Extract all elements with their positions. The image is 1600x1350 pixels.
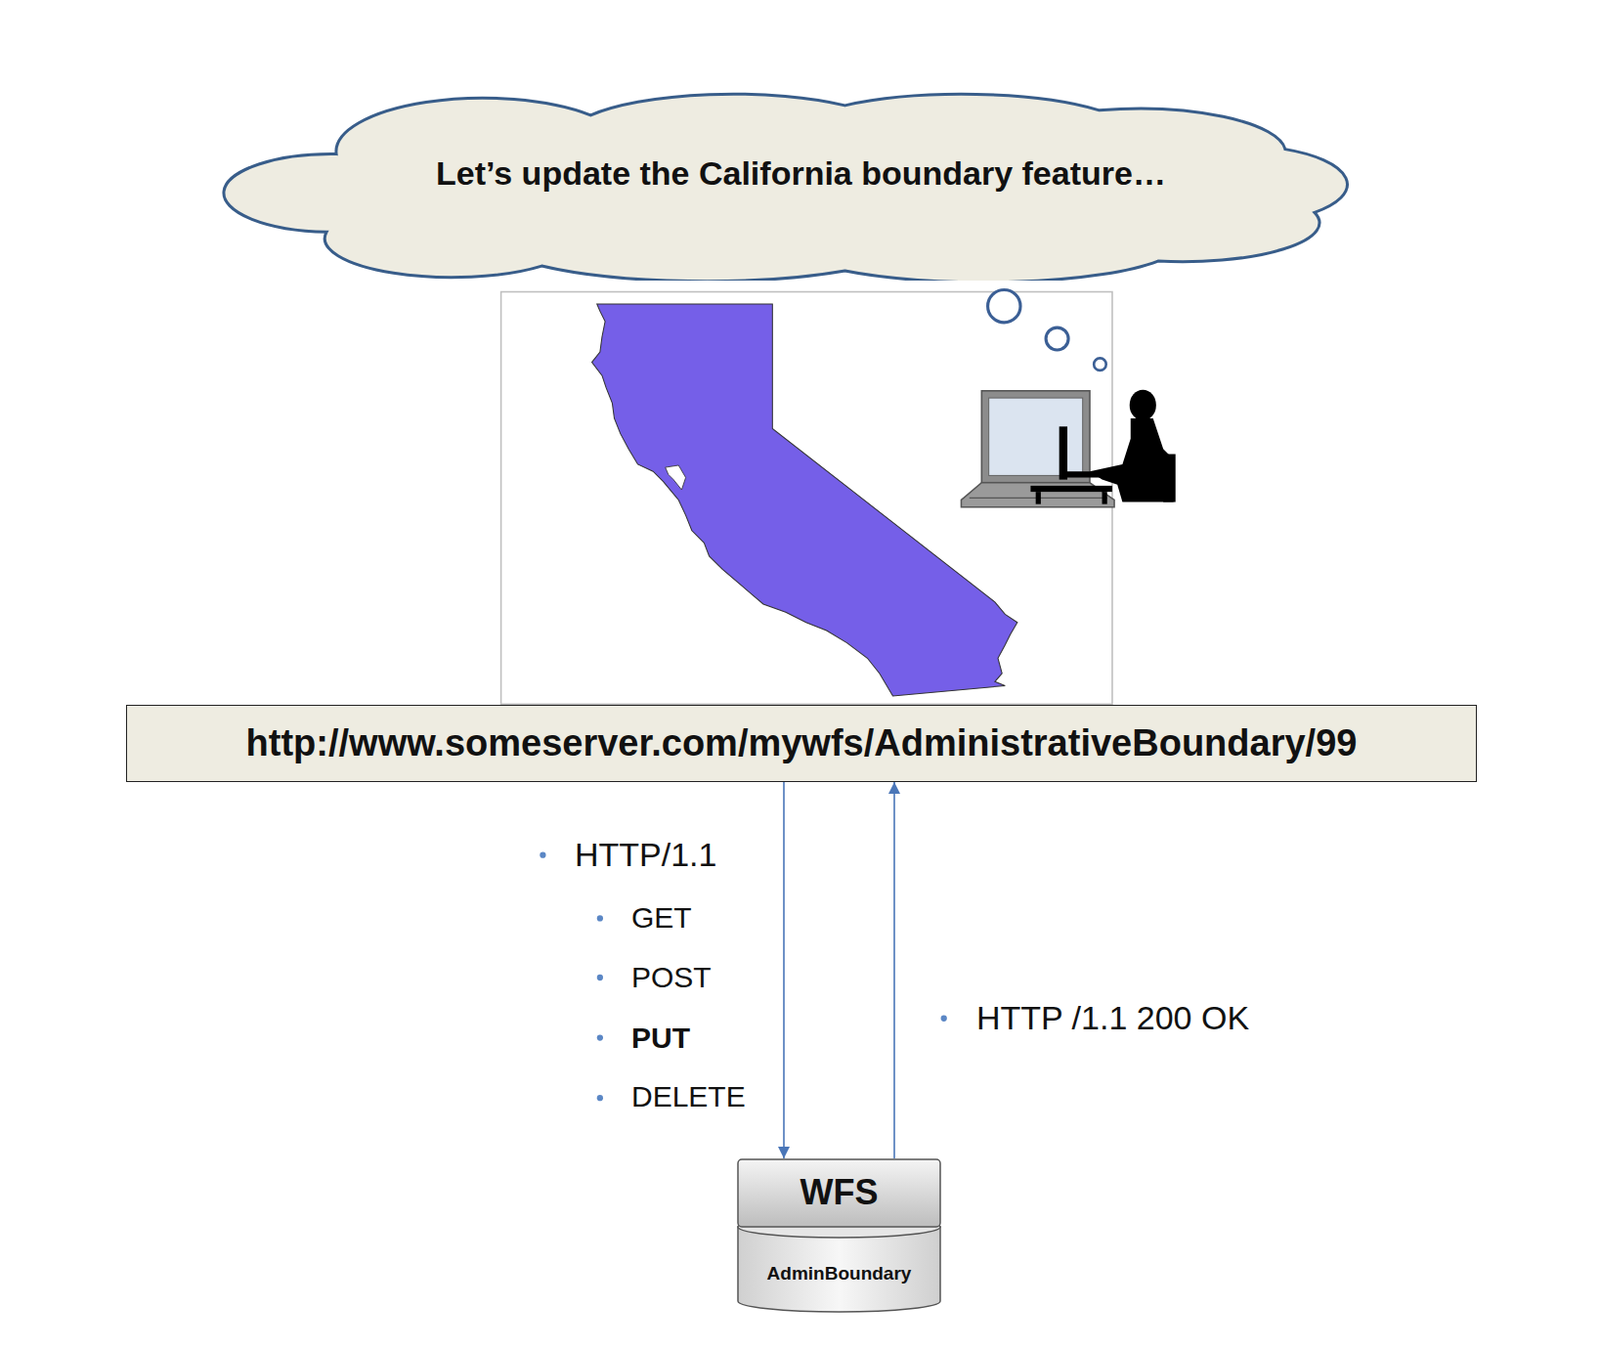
method-item: GET [631, 903, 692, 933]
method-item: DELETE [631, 1081, 746, 1112]
arrow-connector [893, 781, 896, 1159]
method-item: PUT [631, 1023, 691, 1053]
text-slot: AdminBoundary [736, 1248, 942, 1299]
bay-area [665, 465, 687, 490]
protocol-item: HTTP/1.1 [574, 837, 717, 871]
cylinder-header [737, 1159, 941, 1227]
text-slot: WFS [736, 1158, 942, 1227]
laptop-icon [960, 390, 1115, 508]
database-cylinder: WFS AdminBoundary [736, 1158, 942, 1314]
thought-bubble [988, 289, 1021, 322]
cloud-shape [223, 93, 1348, 281]
url-bar: http://www.someserver.com/mywfs/Administ… [126, 704, 1477, 782]
picture-frame [501, 292, 1113, 705]
cloud-text-area: Let’s update the California boundary fea… [218, 76, 1384, 281]
arrow-connector [782, 781, 785, 1159]
thought-cloud: Let’s update the California boundary fea… [218, 76, 1384, 281]
california-map [592, 303, 1018, 696]
thought-bubble [1045, 327, 1069, 350]
url-text: http://www.someserver.com/mywfs/Administ… [246, 722, 1358, 765]
response-item: HTTP /1.1 200 OK [976, 1000, 1250, 1035]
database-name: AdminBoundary [767, 1262, 912, 1285]
method-item: POST [631, 962, 712, 993]
person-silhouette [1030, 389, 1175, 505]
thought-text: Let’s update the California boundary fea… [435, 145, 1167, 211]
database-title: WFS [800, 1171, 879, 1213]
bullet-dots [539, 852, 948, 1102]
cylinder-body [737, 1226, 941, 1312]
thought-bubble [1093, 357, 1107, 371]
